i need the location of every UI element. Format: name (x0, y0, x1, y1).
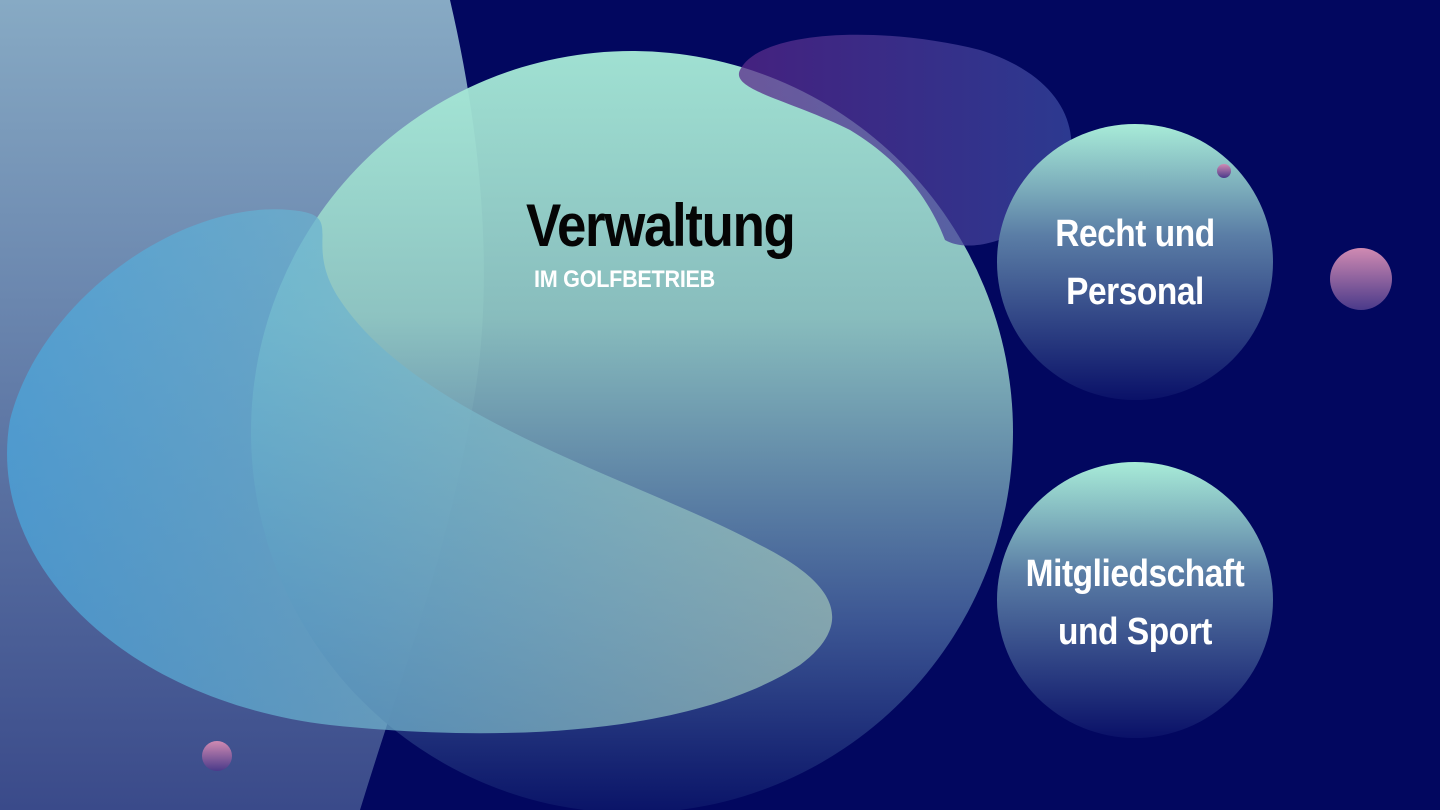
decorative-dot-small (1217, 164, 1231, 178)
topic-label-recht-und-personal[interactable]: Recht und Personal (990, 205, 1280, 321)
decorative-dot-bottom-left (202, 741, 232, 771)
topic-label-line: Personal (1066, 271, 1204, 313)
topic-label-mitgliedschaft-und-sport[interactable]: Mitgliedschaft und Sport (990, 545, 1280, 661)
topic-bubble-mitgliedschaft-und-sport[interactable] (997, 462, 1273, 738)
slide-subtitle: IM GOLFBETRIEB (534, 266, 716, 293)
flowing-blob-shape (7, 209, 833, 734)
topic-label-line: Recht und (1055, 213, 1215, 255)
purple-blob-shape (738, 34, 1072, 246)
slide-title: Verwaltung (526, 192, 796, 259)
topic-bubble-recht-und-personal[interactable] (997, 124, 1273, 400)
decorative-dot-large (1330, 248, 1392, 310)
topic-label-line: Mitgliedschaft (1025, 553, 1245, 595)
topic-label-line: und Sport (1058, 611, 1212, 653)
